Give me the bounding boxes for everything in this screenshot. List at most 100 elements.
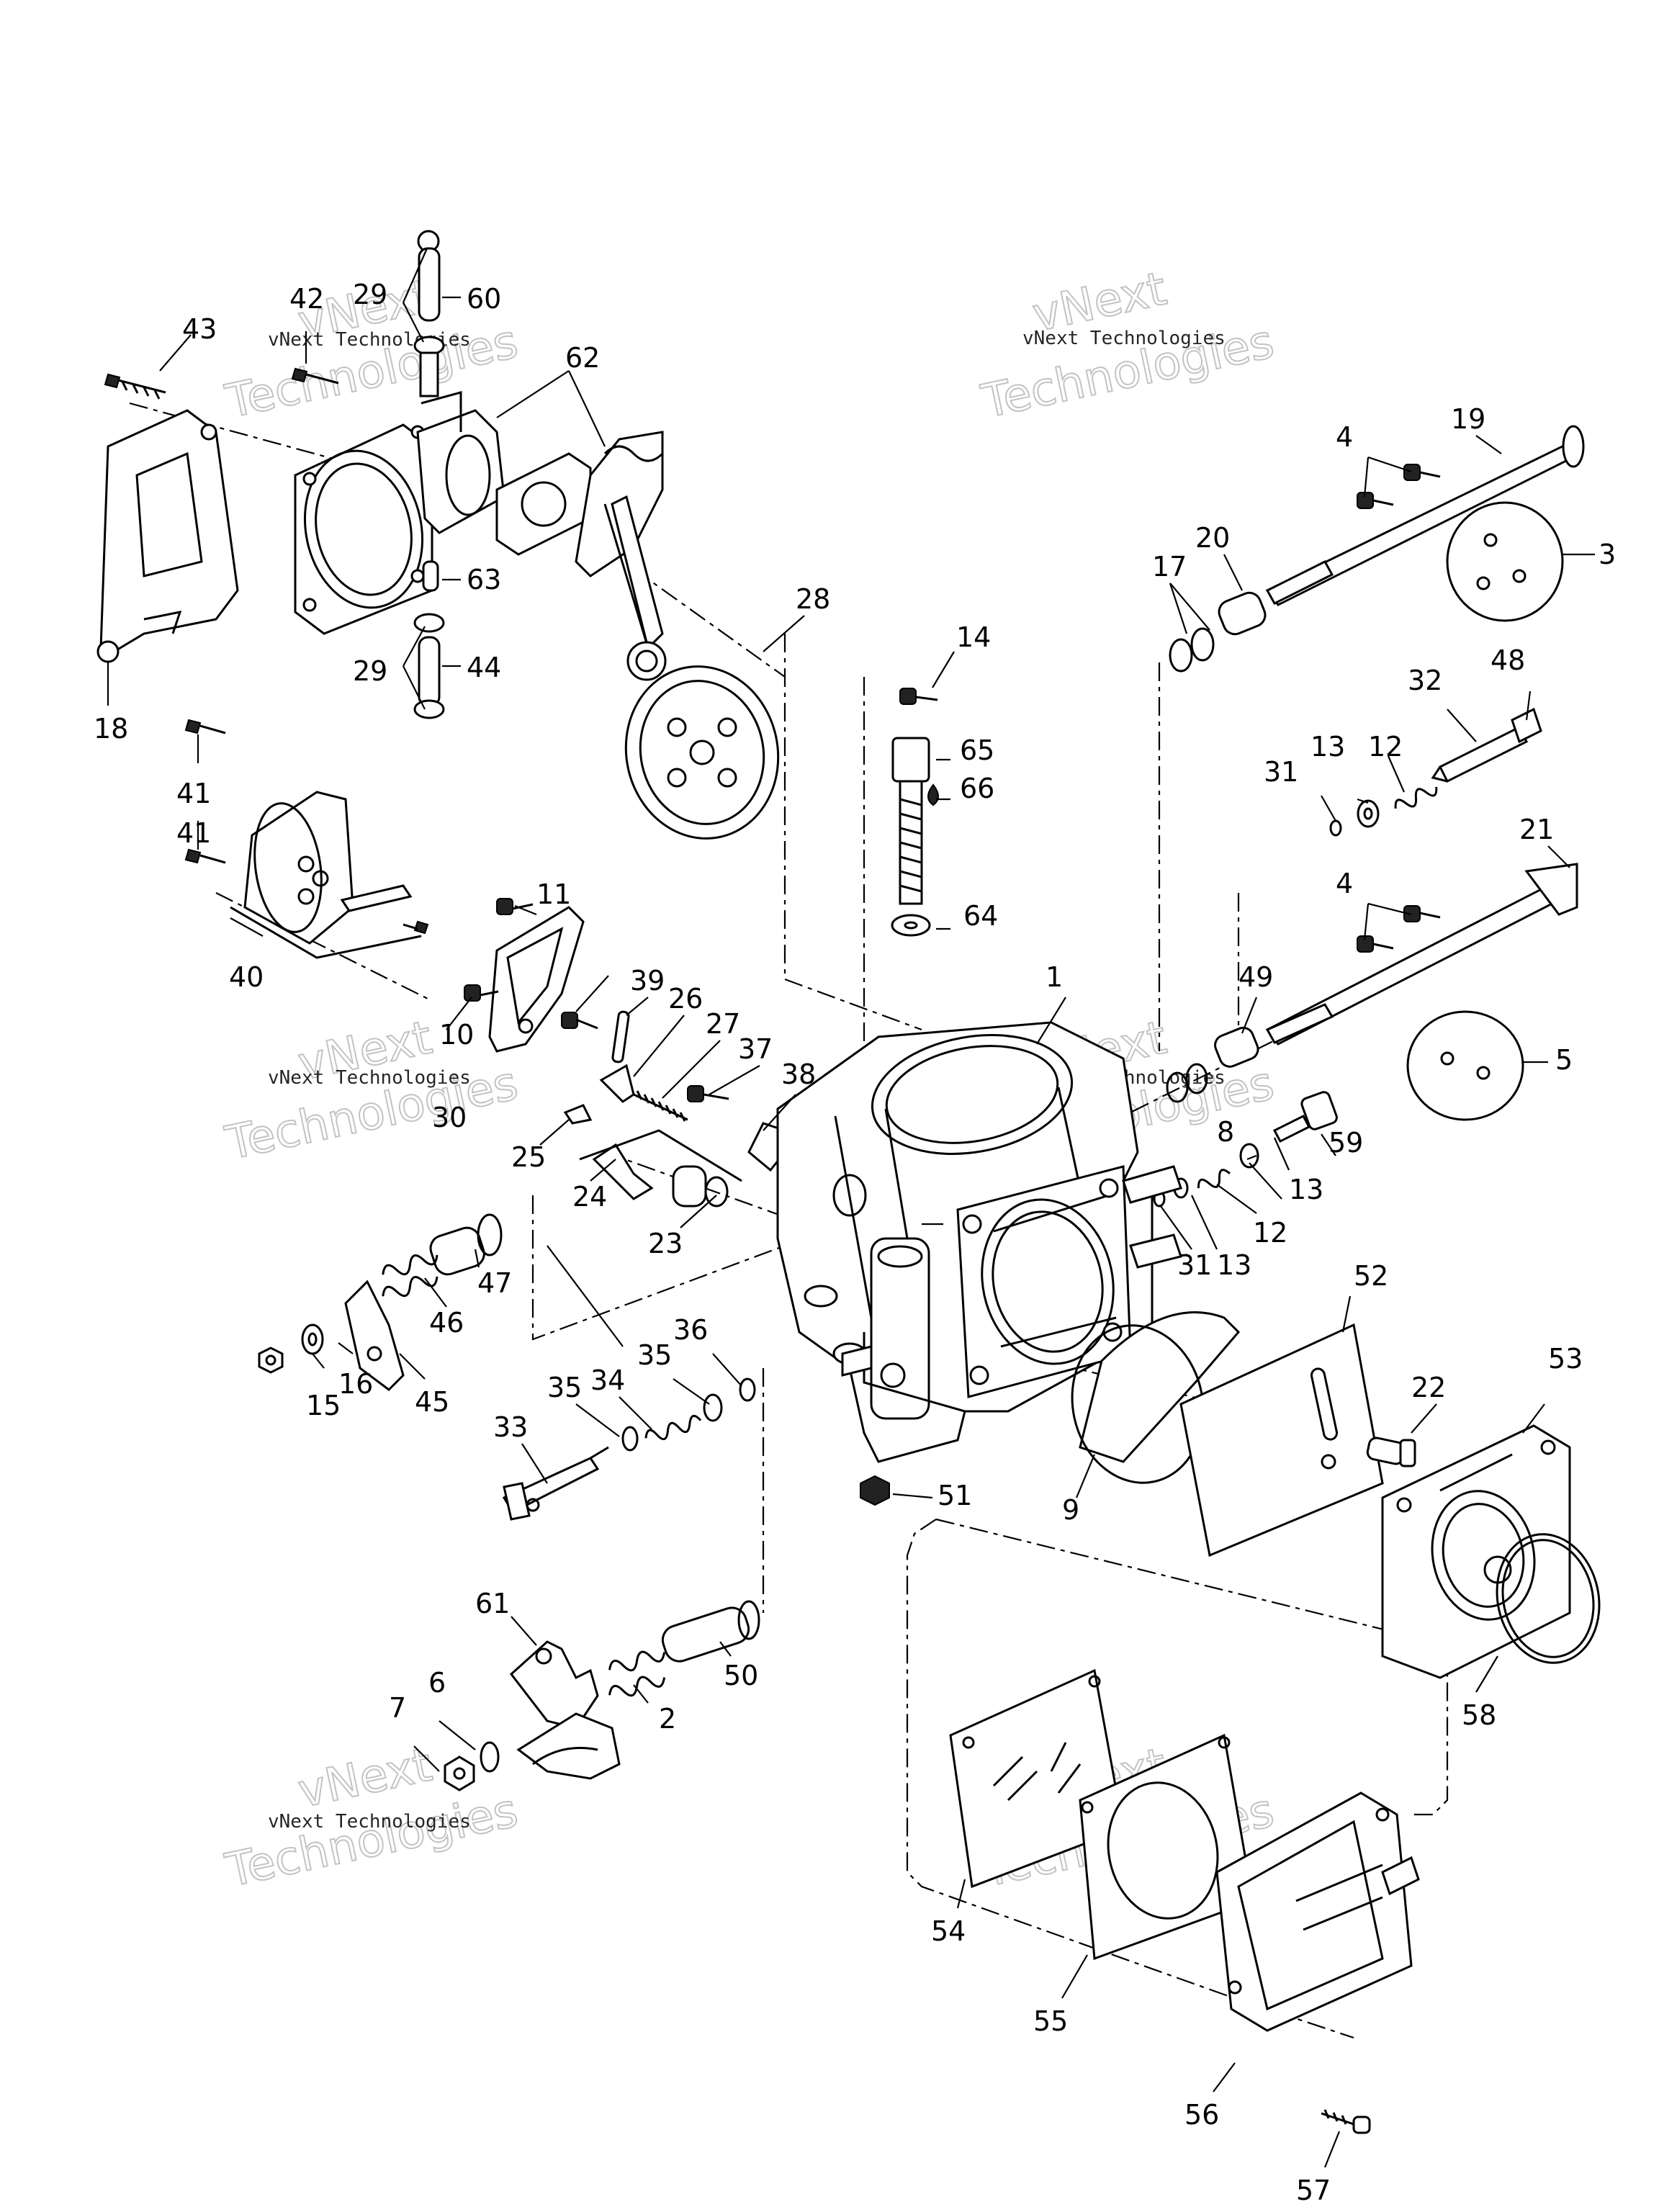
label-16: 16 (338, 1368, 373, 1400)
label-10: 10 (439, 1019, 474, 1051)
label-41-top: 41 (176, 778, 211, 809)
callout-labels: 1 2 3 4 4 5 6 7 8 9 10 11 12 12 13 13 13… (94, 279, 1616, 2206)
part-choke-plate-5 (1406, 1010, 1524, 1121)
part-diaphragm-28 (624, 665, 780, 840)
nut-7 (444, 1755, 475, 1791)
screw-41-bottom (184, 848, 226, 864)
label-29-top: 29 (353, 279, 387, 310)
label-19: 19 (1451, 403, 1485, 435)
label-9: 9 (1062, 1494, 1079, 1526)
oring-58 (1496, 1533, 1601, 1664)
plate-52 (1179, 1323, 1384, 1557)
label-46: 46 (429, 1307, 464, 1339)
part-float-pin-39 (611, 1010, 630, 1064)
label-37: 37 (738, 1033, 773, 1065)
label-22: 22 (1411, 1372, 1446, 1403)
screw-10 (464, 984, 499, 1002)
spring-12-mid (1197, 1169, 1231, 1189)
part-cover-plate (96, 409, 239, 663)
label-63: 63 (467, 564, 501, 595)
label-13-mid-a: 13 (1289, 1174, 1323, 1205)
svg-text:vNext Technologies: vNext Technologies (1022, 328, 1226, 349)
washer-13-mid-a (1239, 1143, 1259, 1169)
part-pin-24-line (579, 1129, 742, 1182)
label-56: 56 (1184, 2099, 1219, 2131)
label-32: 32 (1408, 665, 1442, 696)
leader-lines (107, 248, 1595, 2168)
label-5: 5 (1555, 1044, 1573, 1076)
part-gasket-62 (495, 452, 592, 556)
washer-64 (891, 914, 931, 937)
label-23: 23 (648, 1228, 683, 1259)
oring-17 (1169, 627, 1215, 673)
screw-37 (687, 1085, 729, 1102)
label-47: 47 (477, 1267, 512, 1299)
label-12-top: 12 (1368, 731, 1403, 763)
label-14: 14 (956, 621, 991, 653)
part-lever-45 (344, 1280, 405, 1391)
screw-4-mid-a (1403, 905, 1441, 922)
oring-8 (1166, 1063, 1208, 1103)
watermark-top-right: vNext Technologies vNext Technologies (976, 261, 1280, 429)
label-42: 42 (289, 283, 324, 315)
washer-35-right (703, 1393, 723, 1422)
label-7: 7 (389, 1692, 406, 1724)
label-11: 11 (536, 878, 571, 910)
watermark-bottom-left: vNext Technologies vNext Technologies (220, 1737, 523, 1898)
washer-16 (301, 1323, 324, 1355)
part-spring-27 (633, 1090, 688, 1122)
gasket-9 (1071, 1311, 1241, 1484)
label-13-mid-b: 13 (1217, 1249, 1251, 1281)
part-pump-body (416, 391, 505, 534)
part-lever-cover-40 (230, 791, 422, 959)
label-1: 1 (1046, 961, 1063, 993)
bushing-49 (1214, 1026, 1259, 1068)
label-39: 39 (630, 965, 665, 997)
label-28: 28 (796, 583, 830, 615)
label-8: 8 (1217, 1116, 1234, 1148)
label-24: 24 (572, 1181, 607, 1213)
screw-40-small (403, 920, 429, 935)
screw-4-mid-b (1357, 935, 1394, 953)
label-31-mid: 31 (1177, 1249, 1212, 1281)
part-cover-plate-11 (488, 906, 585, 1053)
part-spring-2 (608, 1650, 666, 1697)
screw-4-top-b (1357, 492, 1394, 509)
spring-12-top (1394, 786, 1438, 809)
part-throttle-shaft-19 (1265, 425, 1585, 606)
label-6: 6 (428, 1667, 446, 1699)
label-62: 62 (565, 342, 600, 374)
part-adjust-screw-33 (502, 1446, 609, 1521)
label-59: 59 (1328, 1127, 1363, 1159)
screw-57 (1321, 2109, 1371, 2134)
label-53: 53 (1548, 1343, 1583, 1375)
label-51: 51 (938, 1480, 972, 1511)
label-4-mid: 4 (1336, 868, 1353, 899)
washer-35-left (621, 1426, 639, 1452)
label-13-top: 13 (1310, 731, 1345, 763)
bushing-20 (1218, 591, 1267, 636)
label-4-top: 4 (1336, 421, 1353, 453)
label-41-bottom: 41 (176, 817, 211, 849)
label-54: 54 (931, 1915, 966, 1947)
label-40: 40 (229, 961, 264, 993)
screw-11 (496, 898, 534, 915)
label-34: 34 (590, 1364, 625, 1396)
part-clip-25 (563, 1104, 593, 1125)
part-screw-48 (1431, 707, 1542, 783)
screw-42 (291, 367, 339, 385)
label-15: 15 (306, 1390, 341, 1421)
label-25: 25 (511, 1141, 546, 1173)
part-choke-shaft-21 (1265, 863, 1578, 1046)
label-2: 2 (659, 1703, 676, 1735)
label-66: 66 (960, 773, 994, 804)
label-38: 38 (781, 1058, 816, 1090)
bolt-65 (891, 737, 930, 905)
label-35-left: 35 (547, 1372, 582, 1403)
label-27: 27 (706, 1008, 740, 1040)
screw-4-top-a (1403, 464, 1441, 481)
part-fitting-47 (429, 1213, 503, 1276)
label-33: 33 (493, 1411, 528, 1443)
label-50: 50 (724, 1660, 758, 1691)
